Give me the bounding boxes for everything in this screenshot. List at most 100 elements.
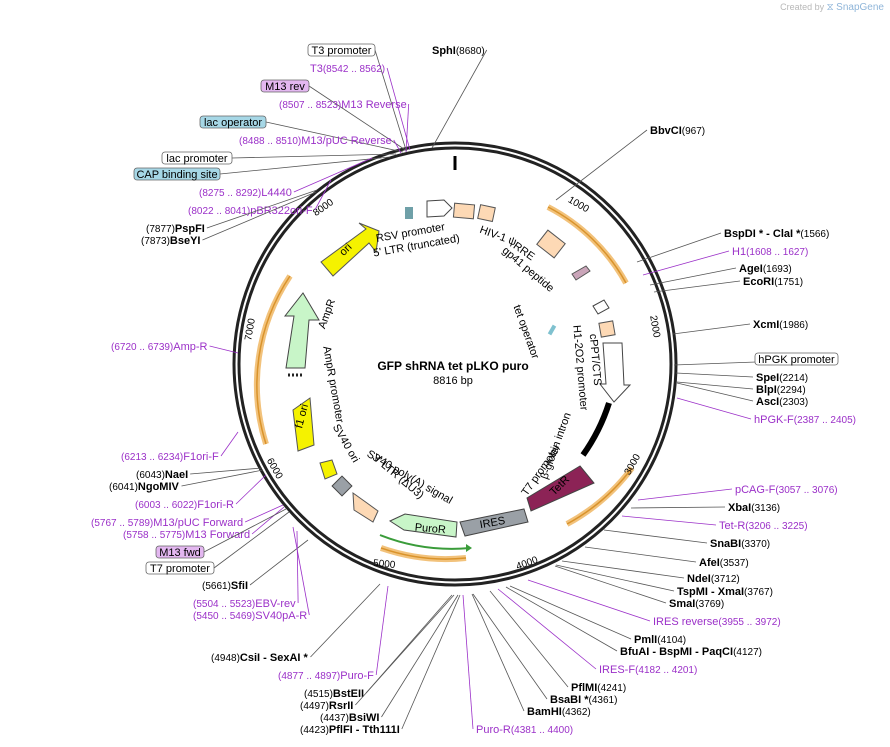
feature-f1-ori[interactable] — [292, 397, 315, 452]
primer-site[interactable]: Tet-R(3206 .. 3225) — [621, 515, 808, 532]
enzyme-site[interactable]: (4437)BsiWI — [320, 594, 459, 724]
site-label-part: (6003 .. 6022) — [135, 500, 197, 511]
enzyme-site[interactable]: BamHI(4362) — [471, 593, 591, 718]
leader-line — [181, 469, 264, 487]
enzyme-site[interactable]: EcoRI(1751) — [653, 276, 803, 293]
enzyme-site[interactable]: AscI(2303) — [676, 382, 808, 408]
site-label-part: H1 — [732, 246, 746, 258]
feature-5ltr-arrow[interactable] — [426, 199, 453, 218]
enzyme-site[interactable]: AgeI(1693) — [649, 263, 792, 286]
feature-tag-label: hPGK promoter — [758, 354, 835, 366]
enzyme-site[interactable]: BbvCI(967) — [555, 125, 705, 201]
enzyme-site[interactable]: TspMI - XmaI(3767) — [555, 564, 773, 598]
primer-site[interactable]: (8507 .. 8523)M13 Reverse — [279, 99, 410, 153]
feature-tag[interactable]: T7 promoter — [145, 511, 290, 575]
enzyme-site[interactable]: SpeI(2214) — [675, 372, 808, 384]
feature-rre[interactable] — [536, 229, 566, 259]
feature-tag[interactable]: lac promoter — [161, 151, 397, 165]
enzyme-site[interactable]: BlpI(2294) — [676, 381, 806, 396]
feature-hiv-psi-2[interactable] — [477, 204, 496, 223]
enzyme-site[interactable]: BfuAI - BspMI - PaqCI(4127) — [505, 586, 762, 658]
snapgene-credit: Created by ⧖ SnapGene — [780, 2, 884, 13]
enzyme-site[interactable]: (7877)PspFI — [146, 189, 318, 235]
feature-tag[interactable]: CAP binding site — [133, 156, 391, 181]
feature-tet-operator[interactable] — [592, 299, 610, 315]
enzyme-site[interactable]: BsaBI *(4361) — [472, 593, 617, 706]
enzyme-site[interactable]: SnaBI(3370) — [603, 529, 770, 550]
primer-site[interactable]: (8488 .. 8510)M13/pUC Reverse — [239, 135, 402, 154]
feature-tag[interactable]: M13 rev — [260, 79, 408, 152]
enzyme-site[interactable]: PflMI(4241) — [489, 590, 626, 694]
enzyme-site[interactable]: (4497)RsrII — [300, 594, 455, 712]
enzyme-site[interactable]: BspDI * - ClaI *(1566) — [636, 228, 829, 263]
primer-site[interactable]: (4877 .. 4897)Puro-F — [278, 585, 389, 682]
enzyme-site[interactable]: XcmI(1986) — [672, 319, 808, 335]
feature-3ltr[interactable] — [352, 491, 379, 523]
feature-f1-ori-2[interactable] — [319, 459, 338, 480]
primer-site[interactable]: pCAG-F(3057 .. 3076) — [637, 484, 838, 501]
primer-site[interactable]: H1(1608 .. 1627) — [642, 246, 808, 276]
site-label-part: hPGK-F — [754, 414, 794, 426]
feature-tetr[interactable] — [526, 465, 595, 512]
feature-ori[interactable] — [320, 222, 380, 277]
site-label-part: - Tth111I — [353, 724, 400, 736]
primer-site[interactable]: (8275 .. 8292)L4440 — [199, 157, 373, 199]
primer-site[interactable]: (6213 .. 6234)F1ori-F — [121, 431, 239, 463]
feature-gp41[interactable] — [571, 265, 591, 281]
primer-site[interactable]: T3(8542 .. 8562) — [310, 63, 411, 151]
feature-rsv-promoter-box[interactable] — [405, 207, 413, 219]
enzyme-site[interactable]: AfeI(3537) — [584, 546, 749, 569]
feature-label: tet operator — [511, 303, 542, 360]
primer-site[interactable]: (6720 .. 6739)Amp-R — [111, 341, 239, 354]
feature-tag[interactable]: hPGK promoter — [673, 352, 839, 366]
leader-line — [231, 153, 397, 159]
feature-h1-promoter[interactable] — [598, 342, 632, 403]
primer-site[interactable]: (5504 .. 5523)EBV-rev — [193, 530, 299, 610]
primer-site[interactable]: (6003 .. 6022)F1ori-R — [135, 474, 267, 511]
primer-site[interactable]: IRES-F(4182 .. 4201) — [497, 588, 697, 676]
enzyme-site[interactable]: SmaI(3769) — [554, 565, 724, 610]
leader-line — [489, 590, 569, 688]
site-label-part: SpeI — [756, 372, 779, 384]
enzyme-site[interactable]: SphI(8680) — [431, 45, 488, 149]
leader-line — [220, 431, 239, 457]
site-label: BsaBI *(4361) — [550, 694, 617, 706]
feature-tag-box — [161, 151, 233, 165]
primer-site[interactable]: (5450 .. 5469)SV40pA-R — [193, 526, 310, 622]
enzyme-site[interactable]: (6041)NgoMIV — [109, 469, 264, 493]
site-label-part: Tet-R — [719, 520, 745, 532]
site-label-part: IRES reverse — [653, 616, 718, 628]
site-label-part: (4437) — [320, 713, 349, 724]
feature-tag[interactable]: lac operator — [199, 115, 404, 153]
enzyme-site[interactable]: NdeI(3712) — [561, 560, 740, 585]
feature-ampr[interactable] — [283, 292, 320, 369]
feature-sv40-ori[interactable] — [331, 475, 353, 497]
site-label-part: AfeI — [699, 557, 720, 569]
enzyme-site[interactable]: (4423)PflFI - Tth111I — [300, 594, 461, 736]
enzyme-site[interactable]: (7873)BseYI — [141, 191, 317, 247]
feature-tag[interactable]: M13 fwd — [155, 508, 287, 559]
enzyme-site[interactable]: (6043)NaeI — [136, 467, 263, 481]
site-label-part: (2387 .. 2405) — [794, 415, 856, 426]
primer-site[interactable]: (5758 .. 5775)M13 Forward — [123, 506, 285, 541]
primer-site[interactable]: Puro-R(4381 .. 4400) — [462, 594, 573, 736]
site-label-part: CsiI — [240, 652, 260, 664]
enzyme-site[interactable]: (5661)SfiI — [202, 539, 309, 592]
leader-line — [202, 191, 317, 241]
primer-site[interactable]: hPGK-F(2387 .. 2405) — [676, 397, 856, 426]
feature-puror[interactable] — [388, 513, 458, 538]
site-label: AscI(2303) — [756, 396, 808, 408]
enzyme-site[interactable]: (4948)CsiI - SexAI * — [211, 583, 381, 664]
feature-ires[interactable] — [459, 508, 529, 537]
feature-hiv-psi[interactable] — [452, 202, 476, 220]
primer-site[interactable]: IRES reverse(3955 .. 3972) — [527, 579, 781, 628]
feature-cppt[interactable] — [598, 320, 616, 338]
enzyme-site[interactable]: PmlI(4104) — [509, 585, 686, 646]
enzyme-site[interactable]: XbaI(3136) — [630, 502, 780, 514]
feature-tet-op-small[interactable] — [547, 324, 557, 336]
leader-line — [462, 594, 474, 730]
enzyme-site[interactable]: (4515)BstEII — [304, 594, 453, 700]
feature-tag[interactable]: T3 promoter — [307, 43, 407, 151]
site-label-part: BspDI * — [724, 228, 764, 240]
primer-site[interactable]: (5767 .. 5789)M13/pUC Forward — [91, 504, 284, 529]
